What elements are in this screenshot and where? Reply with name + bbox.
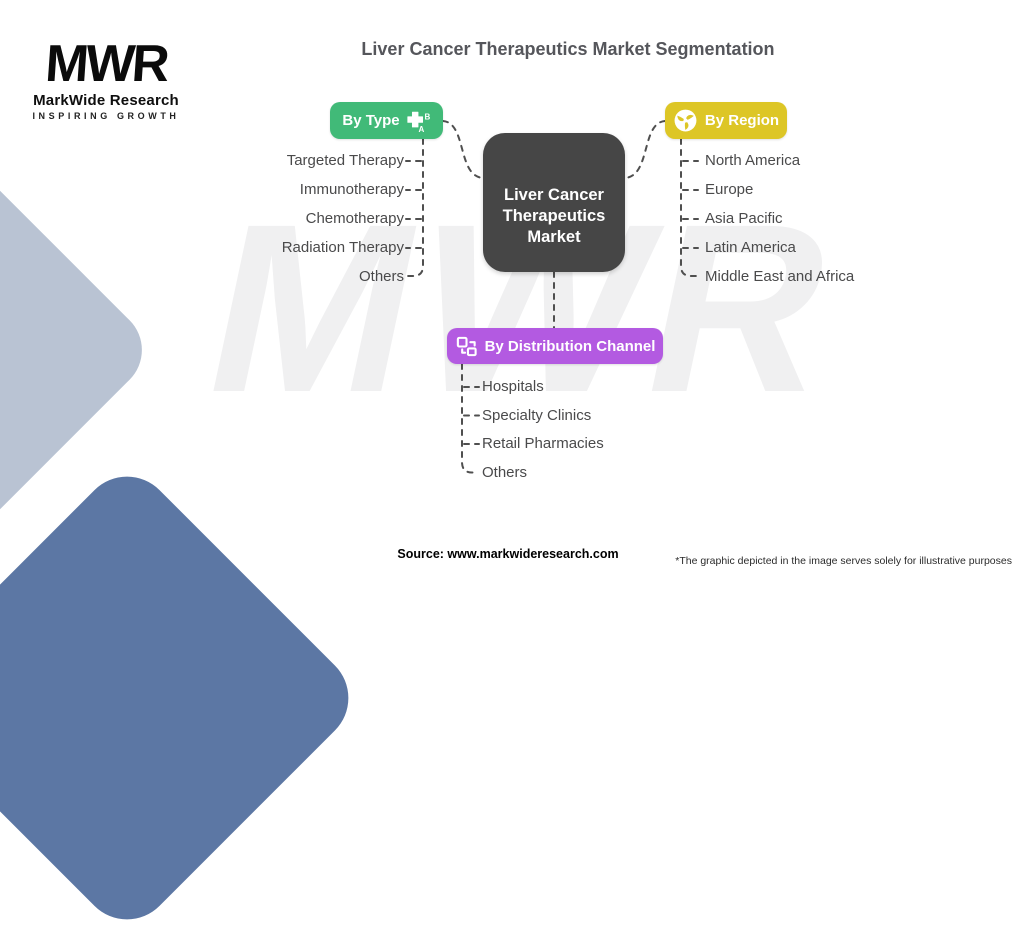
branch-button-by-region-label: By Region [704, 112, 780, 129]
logo-name: MarkWide Research [33, 92, 179, 109]
list-item: Specialty Clinics [482, 406, 592, 424]
list-item: Immunotherapy [299, 181, 404, 198]
list-item: Middle East and Africa [705, 268, 855, 285]
connector-lines [405, 120, 699, 474]
markwide-logo: MWR MarkWide Research INSPIRING GROWTH [26, 35, 186, 121]
svg-text:B: B [424, 112, 430, 121]
gamepad-ab-icon: B A [407, 111, 430, 133]
list-item: Others [358, 268, 404, 285]
list-item: Asia Pacific [705, 210, 783, 227]
by-type-item-list: Targeted Therapy Immunotherapy Chemother… [150, 146, 404, 291]
source-text: Source: www.markwideresearch.com [397, 547, 619, 561]
list-item: Targeted Therapy [286, 152, 404, 169]
by-distribution-item-list: Hospitals Specialty Clinics Retail Pharm… [482, 373, 722, 487]
branch-button-by-region: By Region [665, 102, 787, 139]
center-node-line-3: Market [527, 228, 581, 246]
center-node-line-1: Liver Cancer [504, 186, 604, 204]
logo-acronym: MWR [43, 35, 169, 93]
list-item: Europe [705, 181, 754, 198]
page-title: Liver Cancer Therapeutics Market Segment… [361, 39, 775, 59]
branch-button-by-type: By Type B A [330, 102, 443, 139]
list-item: Others [482, 463, 528, 481]
list-item: Chemotherapy [305, 210, 404, 227]
list-item: Radiation Therapy [281, 239, 404, 256]
logo-tagline: INSPIRING GROWTH [32, 111, 180, 121]
by-region-item-list: North America Europe Asia Pacific Latin … [705, 146, 985, 291]
globe-icon [674, 109, 697, 132]
flow-boxes-icon [456, 336, 477, 356]
center-node: Liver Cancer Therapeutics Market [483, 133, 625, 272]
branch-button-by-distribution-channel: By Distribution Channel [447, 328, 663, 364]
list-item: Latin America [705, 239, 796, 256]
svg-text:A: A [418, 125, 424, 133]
list-item: Retail Pharmacies [482, 435, 604, 453]
list-item: North America [705, 152, 801, 169]
infographic-canvas: MWR MWR Mar [0, 35, 1012, 938]
branch-button-by-distribution-channel-label: By Distribution Channel [484, 337, 656, 355]
disclaimer-text: *The graphic depicted in the image serve… [675, 555, 1012, 567]
branch-button-by-type-label: By Type [342, 112, 400, 129]
center-node-line-2: Therapeutics [502, 207, 606, 225]
list-item: Hospitals [482, 378, 544, 395]
